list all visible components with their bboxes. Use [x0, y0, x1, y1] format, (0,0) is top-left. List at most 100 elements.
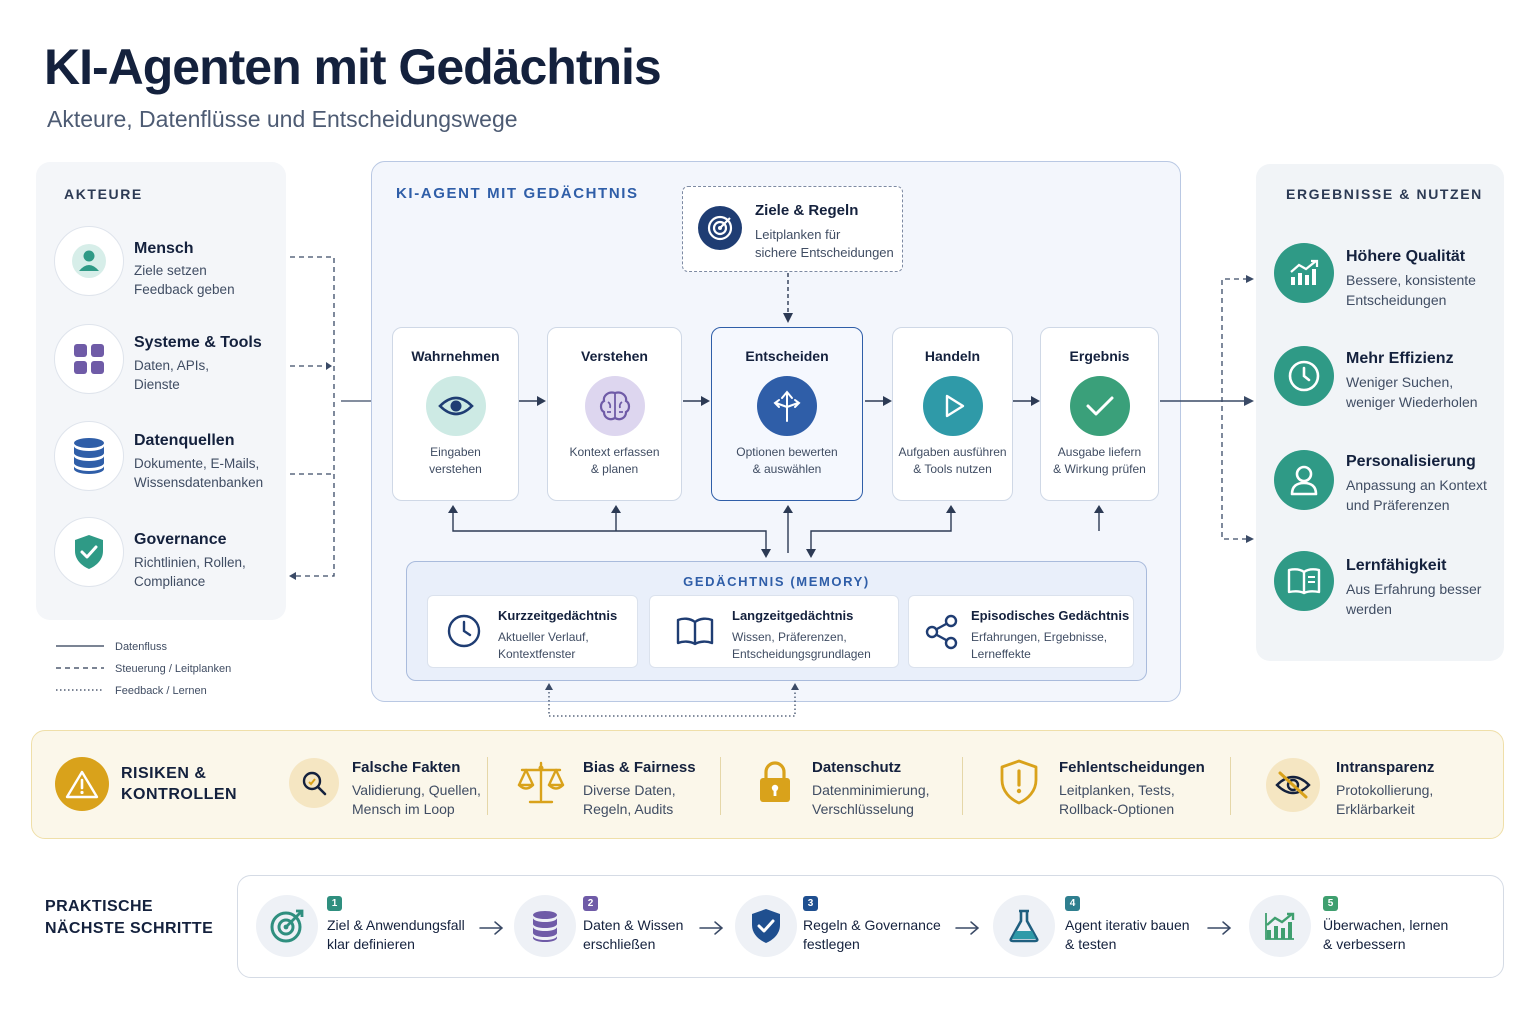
brain-icon — [599, 391, 630, 421]
risk-divider — [962, 757, 963, 815]
step-desc: Ausgabe liefern — [1057, 445, 1142, 459]
result-icon-circle — [1274, 450, 1334, 510]
step-desc: Kontext erfassen — [569, 445, 660, 459]
step-icon-circle — [922, 376, 983, 436]
goals-icon-circle — [698, 206, 742, 250]
grid-icon — [74, 344, 104, 374]
result-connectors — [1160, 275, 1254, 543]
risks-heading: RISIKEN & KONTROLLEN — [121, 763, 237, 805]
legend-lines — [56, 645, 104, 691]
result-desc: weniger Wiederholen — [1346, 394, 1478, 410]
memory-desc: Lerneffekte — [971, 647, 1031, 661]
result-icon-circle — [1274, 551, 1334, 611]
risk-desc: Verschlüsselung — [812, 801, 914, 817]
risk-title: Datenschutz — [812, 759, 902, 776]
database-icon — [74, 438, 104, 474]
actor-desc: Dienste — [134, 377, 180, 392]
person-icon — [72, 244, 106, 278]
risks-heading-line2: KONTROLLEN — [121, 786, 238, 803]
actor-title: Mensch — [134, 240, 194, 257]
memory-heading: GEDÄCHTNIS (MEMORY) — [683, 574, 870, 589]
risk-title: Intransparenz — [1336, 759, 1435, 776]
actor-desc: Feedback geben — [134, 282, 235, 297]
step-desc: & Wirkung prüfen — [1053, 462, 1146, 476]
memory-title: Episodisches Gedächtnis — [971, 608, 1130, 623]
legend-item: Datenfluss — [115, 641, 167, 653]
result-desc: Aus Erfahrung besser — [1346, 581, 1482, 597]
chart-up-icon — [1290, 259, 1319, 285]
next-steps-heading-line2: NÄCHSTE SCHRITTE — [45, 920, 214, 937]
next-step-number: 5 — [1323, 896, 1338, 911]
goals-desc: Leitplanken für — [755, 227, 841, 242]
actor-desc: Compliance — [134, 574, 206, 589]
flask-icon — [1009, 909, 1039, 943]
memory-desc: Kontextfenster — [498, 647, 576, 661]
agent-heading: KI-AGENT MIT GEDÄCHTNIS — [396, 185, 639, 202]
risk-desc: Diverse Daten, — [583, 782, 676, 798]
memory-short-term: Kurzzeitgedächtnis Aktueller Verlauf, Ko… — [427, 595, 638, 668]
agent-flow-arrows — [448, 273, 1104, 558]
step-desc: verstehen — [429, 462, 482, 476]
step-title: Entscheiden — [745, 348, 829, 364]
result-title: Personalisierung — [1346, 453, 1476, 470]
user-icon — [1290, 465, 1318, 496]
next-step-text: klar definieren — [327, 936, 415, 952]
result-desc: Bessere, konsistente — [1346, 272, 1476, 288]
step-title: Ergebnis — [1069, 348, 1130, 364]
target-icon — [707, 215, 733, 241]
next-step-text: & testen — [1065, 936, 1117, 952]
step-desc: Optionen bewerten — [736, 445, 838, 459]
goals-desc: sichere Entscheidungen — [755, 245, 894, 260]
result-title: Mehr Effizienz — [1346, 350, 1454, 367]
step-entscheiden: Entscheiden Optionen bewerten & auswähle… — [711, 327, 863, 501]
actor-desc: Ziele setzen — [134, 263, 207, 278]
memory-desc: Entscheidungsgrundlagen — [732, 647, 871, 661]
next-step-icon-circle — [735, 895, 797, 957]
risk-title: Bias & Fairness — [583, 759, 696, 776]
step-desc: Eingaben — [430, 445, 481, 459]
actor-desc: Dokumente, E-Mails, — [134, 456, 260, 471]
memory-desc: Wissen, Präferenzen, — [732, 630, 847, 644]
step-wahrnehmen: Wahrnehmen Eingaben verstehen — [392, 327, 519, 501]
next-step-number: 1 — [327, 896, 342, 911]
next-step-icon-circle — [256, 895, 318, 957]
database-icon — [533, 911, 557, 942]
actor-systems-icon-circle — [54, 324, 124, 394]
actor-governance-icon-circle — [54, 517, 124, 587]
next-step-number: 3 — [803, 896, 818, 911]
next-step-text: Überwachen, lernen — [1323, 917, 1449, 933]
next-steps-heading-line1: PRAKTISCHE — [45, 898, 154, 915]
result-icon-circle — [1274, 243, 1334, 303]
step-icon-circle — [757, 376, 817, 436]
actor-title: Datenquellen — [134, 432, 235, 449]
risk-desc: Datenminimierung, — [812, 782, 930, 798]
result-title: Lernfähigkeit — [1346, 557, 1447, 574]
result-desc: Anpassung an Kontext — [1346, 477, 1487, 493]
step-title: Wahrnehmen — [411, 348, 500, 364]
check-icon — [1086, 396, 1113, 416]
result-title: Höhere Qualität — [1346, 248, 1466, 265]
next-step-icon-circle — [1249, 895, 1311, 957]
memory-desc: Erfahrungen, Ergebnisse, — [971, 630, 1108, 644]
step-desc: Aufgaben ausführen — [898, 445, 1007, 459]
shield-check-icon — [752, 909, 780, 943]
next-step-icon-circle — [993, 895, 1055, 957]
risks-icon-circle — [55, 757, 109, 811]
memory-title: Kurzzeitgedächtnis — [498, 608, 618, 623]
actor-desc: Daten, APIs, — [134, 358, 210, 373]
result-icon-circle — [1274, 346, 1334, 406]
legend-item: Feedback / Lernen — [115, 685, 207, 697]
step-desc: & planen — [590, 462, 639, 476]
risk-title: Fehlentscheidungen — [1059, 759, 1205, 776]
step-title: Handeln — [924, 348, 981, 364]
result-desc: und Präferenzen — [1346, 497, 1450, 513]
risk-desc: Leitplanken, Tests, — [1059, 782, 1175, 798]
warning-icon — [65, 770, 99, 799]
eye-icon — [437, 396, 474, 416]
next-steps-heading: PRAKTISCHE NÄCHSTE SCHRITTE — [45, 896, 213, 940]
memory-episodic: Episodisches Gedächtnis Erfahrungen, Erg… — [908, 595, 1134, 668]
step-desc: & Tools nutzen — [913, 462, 992, 476]
risk-desc: Rollback-Optionen — [1059, 801, 1175, 817]
memory-desc: Aktueller Verlauf, — [498, 630, 589, 644]
risk-desc: Erklärbarkeit — [1336, 801, 1415, 817]
